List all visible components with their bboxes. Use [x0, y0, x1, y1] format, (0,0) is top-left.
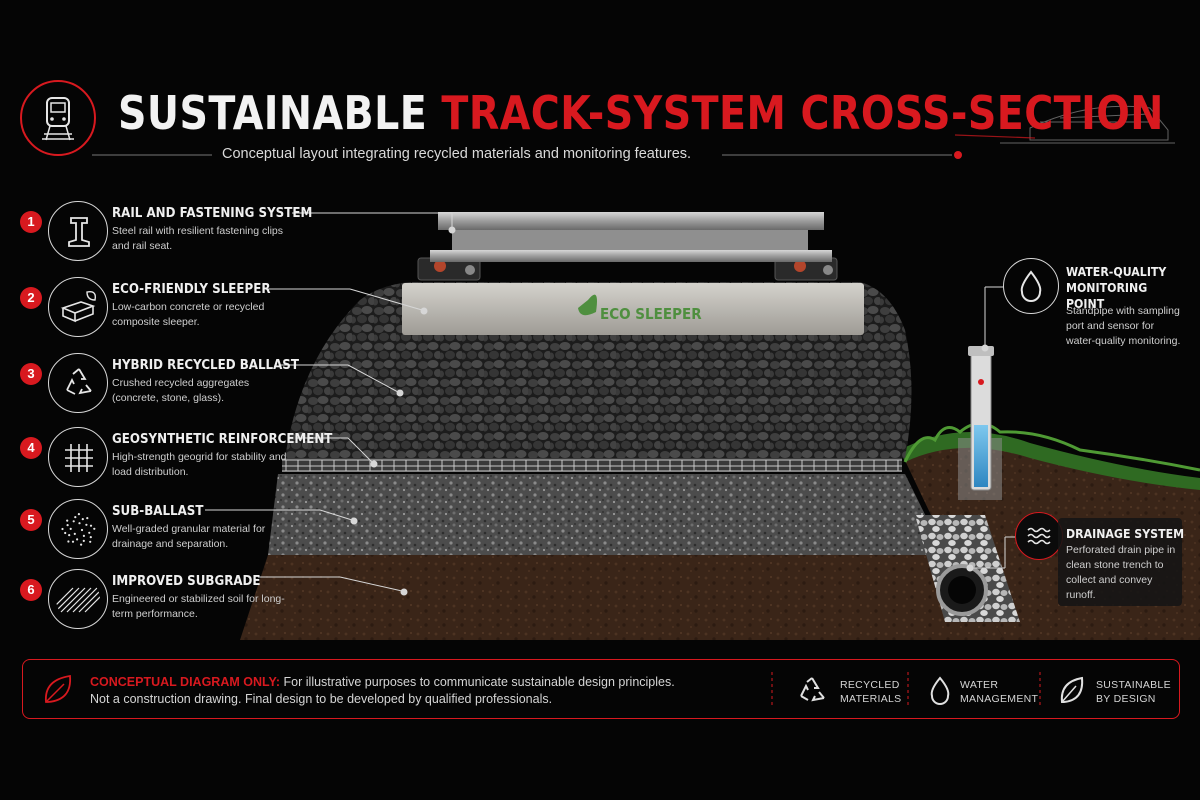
tag-water-management: WATER MANAGEMENT [960, 678, 1038, 706]
tag-line: BY DESIGN [1096, 693, 1156, 705]
grid-icon [65, 444, 93, 472]
sleeper-label: ECO SLEEPER [600, 305, 702, 323]
subgrade-layer [240, 555, 1005, 640]
component-number-badge: 2 [20, 287, 42, 309]
component-description: Low-carbon concrete or recycled composit… [112, 301, 265, 328]
tag-line: MATERIALS [840, 693, 902, 705]
footer-note-line1: CONCEPTUAL DIAGRAM ONLY: For illustrativ… [90, 674, 730, 691]
sub-ballast-layer [268, 474, 945, 555]
component-number-badge: 1 [20, 211, 42, 233]
water-drop-icon [930, 676, 950, 705]
water-point-title-line2: MONITORING POINT [1066, 280, 1148, 311]
drainage-title: DRAINAGE SYSTEM [1066, 526, 1185, 541]
footer-note-line2: Not a construction drawing. Final design… [90, 692, 553, 706]
tag-line: MANAGEMENT [960, 693, 1039, 705]
steel-rail [430, 212, 832, 262]
footer-note-text: For illustrative purposes to communicate… [280, 675, 675, 689]
recycle-icon [66, 368, 92, 395]
dots-icon [61, 513, 96, 546]
waves-icon [1027, 527, 1051, 545]
component-icon-circle [48, 569, 108, 629]
component-icon-circle [48, 427, 108, 487]
recycle-icon [800, 677, 825, 702]
tag-line: RECYCLED [840, 679, 900, 691]
component-title: ECO-FRIENDLY SLEEPER [112, 281, 271, 297]
title-red-part: TRACK-SYSTEM CROSS-SECTION [441, 86, 1164, 140]
sleeper-leaf-icon [578, 294, 597, 316]
component-title: GEOSYNTHETIC REINFORCEMENT [112, 431, 333, 447]
water-point-title: WATER-QUALITY MONITORING POINT [1066, 264, 1184, 312]
train-silhouette [1000, 105, 1175, 144]
component-description: Well-graded granular material for draina… [112, 523, 266, 550]
hatch-icon [56, 587, 100, 613]
component-icon-circle [48, 499, 108, 559]
footer-note-label: CONCEPTUAL DIAGRAM ONLY: [90, 675, 281, 689]
component-description: Engineered or stabilized soil for long-t… [112, 593, 285, 620]
rail-profile-icon [68, 217, 90, 247]
component-number-badge: 6 [20, 579, 42, 601]
water-point-description: Standpipe with sampling port and sensor … [1066, 305, 1181, 347]
leaf-icon [1060, 676, 1084, 703]
water-quality-icon-circle [1003, 258, 1059, 314]
footer-note: CONCEPTUAL DIAGRAM ONLY: For illustrativ… [90, 674, 730, 708]
component-description: Crushed recycled aggregates (concrete, s… [112, 377, 250, 404]
leaf-icon [45, 674, 71, 703]
component-description: High-strength geogrid for stability and … [112, 451, 287, 478]
title-white-part: SUSTAINABLE [118, 86, 428, 140]
tag-line: WATER [960, 679, 999, 691]
component-title: IMPROVED SUBGRADE [112, 573, 261, 589]
water-point-title-line1: WATER-QUALITY [1066, 264, 1167, 279]
drainage-icon-circle [1015, 512, 1063, 560]
geogrid-layer [282, 458, 902, 472]
tag-line: SUSTAINABLE [1096, 679, 1171, 691]
footer-banner [22, 659, 1180, 719]
component-number-badge: 5 [20, 509, 42, 531]
page-subtitle: Conceptual layout integrating recycled m… [222, 146, 692, 162]
train-logo-badge [20, 80, 96, 156]
drainage-description: Perforated drain pipe in clean stone tre… [1066, 544, 1176, 601]
tag-recycled-materials: RECYCLED MATERIALS [840, 678, 901, 706]
component-title: HYBRID RECYCLED BALLAST [112, 357, 299, 373]
component-icon-circle [48, 201, 108, 261]
water-drop-icon [1020, 270, 1042, 302]
component-icon-circle [48, 353, 108, 413]
tag-sustainable-by-design: SUSTAINABLE BY DESIGN [1096, 678, 1171, 706]
page-title: SUSTAINABLE TRACK-SYSTEM CROSS-SECTION [118, 86, 1164, 140]
train-front-icon [42, 97, 74, 141]
sleeper-leaf-icon [60, 290, 97, 323]
component-description: Steel rail with resilient fastening clip… [112, 225, 283, 252]
drainage-callout-box [1058, 518, 1182, 606]
component-number-badge: 3 [20, 363, 42, 385]
component-icon-circle [48, 277, 108, 337]
component-title: RAIL AND FASTENING SYSTEM [112, 205, 313, 221]
component-title: SUB-BALLAST [112, 503, 204, 519]
eco-sleeper [402, 283, 864, 335]
component-number-badge: 4 [20, 437, 42, 459]
